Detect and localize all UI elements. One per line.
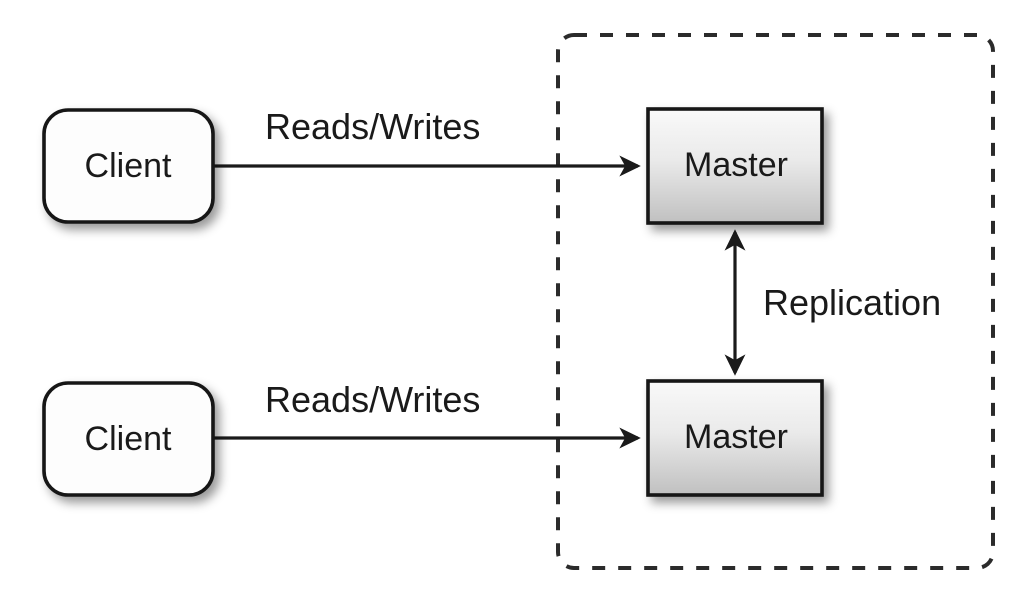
master-bottom-label: Master xyxy=(684,418,788,456)
node-client-top[interactable]: Client xyxy=(42,108,215,224)
master-top-box[interactable] xyxy=(646,107,824,225)
client-top-label: Client xyxy=(85,147,172,185)
replication-cluster-boundary xyxy=(556,33,995,570)
node-master-bottom[interactable]: Master xyxy=(646,379,824,497)
edge-label-replication: Replication xyxy=(763,282,941,323)
client-bottom-label: Client xyxy=(85,420,172,458)
edge-label-reads-writes-bottom: Reads/Writes xyxy=(265,379,480,420)
client-bottom-box[interactable] xyxy=(42,381,215,497)
node-master-top[interactable]: Master xyxy=(646,107,824,225)
master-top-label: Master xyxy=(684,146,788,184)
client-top-box[interactable] xyxy=(42,108,215,224)
master-bottom-box[interactable] xyxy=(646,379,824,497)
edge-label-reads-writes-top: Reads/Writes xyxy=(265,106,480,147)
node-client-bottom[interactable]: Client xyxy=(42,381,215,497)
